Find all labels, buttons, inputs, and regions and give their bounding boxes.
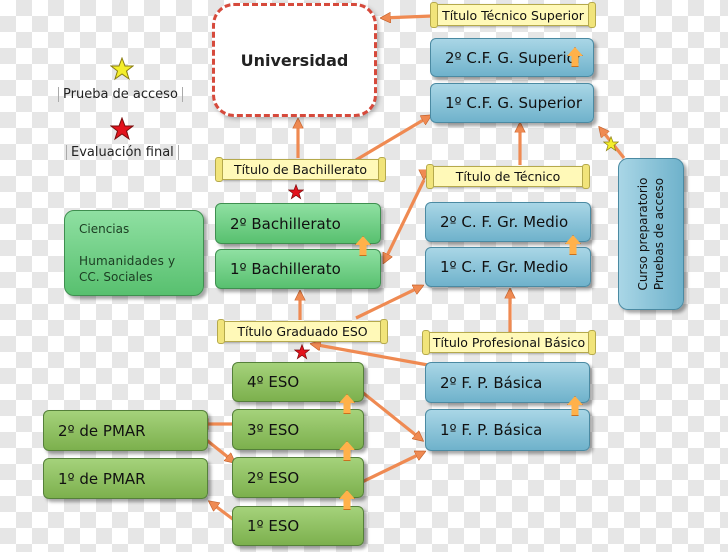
pmar-first-label: 1º de PMAR — [58, 469, 146, 488]
bachillerato-first-box: 1º Bachillerato — [215, 249, 381, 289]
red-star-icon — [294, 344, 310, 360]
titulo-bachillerato: Título de Bachillerato — [215, 157, 386, 182]
arrow-2eso-to-fpb — [361, 450, 424, 484]
curso-preparatorio-text: Curso preparatorio Pruebas de acceso — [635, 159, 667, 309]
titulo-graduado-eso: Título Graduado ESO — [217, 319, 388, 344]
arrow-tecnico-superior-to-universidad — [382, 16, 433, 18]
arrow-eso-to-cfgm — [355, 284, 422, 320]
rama-humanidades: Humanidades y — [79, 254, 176, 268]
pmar-second-label: 2º de PMAR — [58, 421, 146, 440]
eso-second-label: 2º ESO — [247, 468, 300, 487]
rama-cc-sociales: CC. Sociales — [79, 270, 153, 284]
fpb-first-label: 1º F. P. Básica — [440, 421, 543, 439]
arrow-bachillerato-to-cfgs — [355, 116, 430, 162]
legend-evaluacion-final: Evaluación final — [66, 145, 179, 160]
red-star-icon — [110, 117, 134, 141]
cfgm-second-box: 2º C. F. Gr. Medio — [425, 202, 591, 242]
bachillerato-second-label: 2º Bachillerato — [230, 214, 341, 233]
fpb-second-label: 2º F. P. Básica — [440, 373, 543, 392]
yellow-star-icon — [110, 57, 134, 81]
red-star-icon — [288, 184, 304, 200]
legend-prueba-acceso: Prueba de acceso — [58, 87, 183, 102]
eso-third-label: 3º ESO — [247, 420, 300, 439]
fpb-second-box: 2º F. P. Básica — [425, 362, 590, 403]
cfgm-first-label: 1º C. F. Gr. Medio — [440, 258, 569, 276]
arrow-1eso-to-pmar — [210, 502, 235, 522]
bachillerato-second-box: 2º Bachillerato — [215, 203, 381, 244]
eso-fourth-label: 4º ESO — [247, 373, 300, 391]
curso-preparatorio-line2: Pruebas de acceso — [652, 177, 666, 291]
eso-first-box: 1º ESO — [232, 506, 364, 546]
titulo-tecnico: Título de Técnico — [426, 164, 590, 189]
arrow-fpb-to-graduado — [312, 344, 429, 367]
cfgs-second-label: 2º C.F. G. Superior — [445, 48, 582, 67]
yellow-star-icon — [603, 136, 619, 152]
rama-ciencias: Ciencias — [79, 222, 130, 236]
universidad-label: Universidad — [240, 50, 349, 70]
cfgm-second-label: 2º C. F. Gr. Medio — [440, 213, 569, 231]
rama-spacer — [79, 237, 189, 253]
eso-first-label: 1º ESO — [247, 517, 300, 535]
cfgm-first-box: 1º C. F. Gr. Medio — [425, 247, 591, 287]
pmar-second-box: 2º de PMAR — [43, 410, 208, 451]
fpb-first-box: 1º F. P. Básica — [425, 409, 590, 451]
eso-third-box: 3º ESO — [232, 409, 364, 450]
cfgs-first-box: 1º C.F. G. Superior — [430, 83, 594, 123]
cfgs-second-box: 2º C.F. G. Superior — [430, 38, 594, 77]
titulo-tecnico-superior: Título Técnico Superior — [430, 2, 596, 28]
bachillerato-first-label: 1º Bachillerato — [230, 260, 341, 278]
curso-preparatorio-line1: Curso preparatorio — [636, 177, 650, 291]
curso-preparatorio-box: Curso preparatorio Pruebas de acceso — [618, 158, 684, 310]
ramas-bachillerato-box: Ciencias Humanidades y CC. Sociales — [64, 210, 204, 296]
eso-fourth-box: 4º ESO — [232, 362, 364, 402]
arrow-4eso-to-fpb — [361, 390, 422, 440]
titulo-profesional-basico: Título Profesional Básico — [422, 330, 596, 355]
eso-second-box: 2º ESO — [232, 457, 364, 498]
arrow-pmar-to-2eso — [203, 436, 234, 462]
pmar-first-box: 1º de PMAR — [43, 458, 208, 499]
universidad-box: Universidad — [212, 3, 377, 117]
arrow-tecnico-to-bachillerato — [382, 179, 426, 262]
cfgs-first-label: 1º C.F. G. Superior — [445, 94, 582, 112]
